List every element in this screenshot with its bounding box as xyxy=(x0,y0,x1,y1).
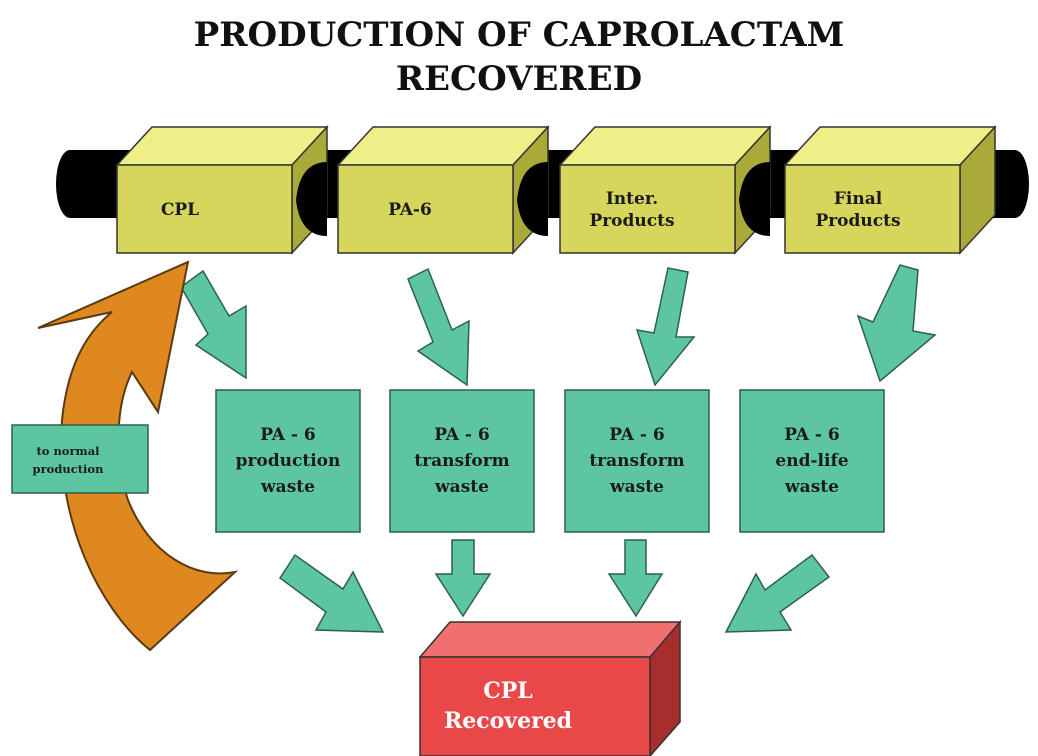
waste-label-production-line-2: production xyxy=(236,451,341,471)
waste-label-production-line-1: PA - 6 xyxy=(260,425,315,445)
waste-label-transform-2-line-1: PA - 6 xyxy=(609,425,664,445)
arrow-final-to-end-life-waste xyxy=(856,264,937,383)
waste-label-end-life-line-3: waste xyxy=(784,477,839,497)
waste-label-transform-2-line-3: waste xyxy=(609,477,664,497)
recovered-label-line-2: Recovered xyxy=(444,708,572,734)
stage-label-inter-line-2: Products xyxy=(589,211,674,231)
waste-label-transform-1-line-1: PA - 6 xyxy=(434,425,489,445)
return-arrow xyxy=(37,260,239,652)
recovered-label-line-1: CPL xyxy=(483,678,533,704)
arrow-cpl-to-production-waste xyxy=(180,269,247,380)
waste-label-transform-2-line-2: transform xyxy=(589,451,684,471)
waste-box-end-life: PA - 6 end-life waste xyxy=(739,389,885,533)
waste-box-transform-2: PA - 6 transform waste xyxy=(564,389,710,533)
arrow-transform-waste-2-to-recovered xyxy=(607,539,664,618)
stage-box-pa6: PA-6 xyxy=(336,125,550,255)
diagram-title-line-2: RECOVERED xyxy=(396,59,642,99)
waste-label-transform-1-line-3: waste xyxy=(434,477,489,497)
stage-label-final-line-2: Products xyxy=(815,211,900,231)
stage-box-inter-products: Inter. Products xyxy=(558,125,772,255)
return-label-line-2: production xyxy=(33,462,105,476)
arrow-transform-waste-1-to-recovered xyxy=(434,539,492,618)
arrow-end-life-waste-to-recovered xyxy=(724,553,831,633)
stage-label-inter-line-1: Inter. xyxy=(606,189,658,209)
waste-box-production: PA - 6 production waste xyxy=(215,389,361,533)
stage-label-cpl: CPL xyxy=(161,200,199,220)
waste-label-transform-1-line-2: transform xyxy=(414,451,509,471)
stage-label-final-line-1: Final xyxy=(834,189,883,209)
waste-label-production-line-3: waste xyxy=(260,477,315,497)
return-label-line-1: to normal xyxy=(36,444,100,458)
arrow-production-waste-to-recovered xyxy=(278,553,385,633)
recovered-box: CPL Recovered xyxy=(418,619,682,756)
arrow-inter-to-transform-waste-2 xyxy=(635,267,696,387)
return-label-box: to normal production xyxy=(11,424,149,494)
stage-box-cpl: CPL xyxy=(115,125,329,255)
stage-label-pa6: PA-6 xyxy=(388,200,432,220)
diagram-title-line-1: PRODUCTION OF CAPROLACTAM xyxy=(194,15,845,55)
waste-label-end-life-line-2: end-life xyxy=(775,451,848,471)
waste-label-end-life-line-1: PA - 6 xyxy=(784,425,839,445)
stage-box-final-products: Final Products xyxy=(783,125,997,255)
waste-box-transform-1: PA - 6 transform waste xyxy=(389,389,535,533)
arrow-pa6-to-transform-waste-1 xyxy=(407,267,470,387)
